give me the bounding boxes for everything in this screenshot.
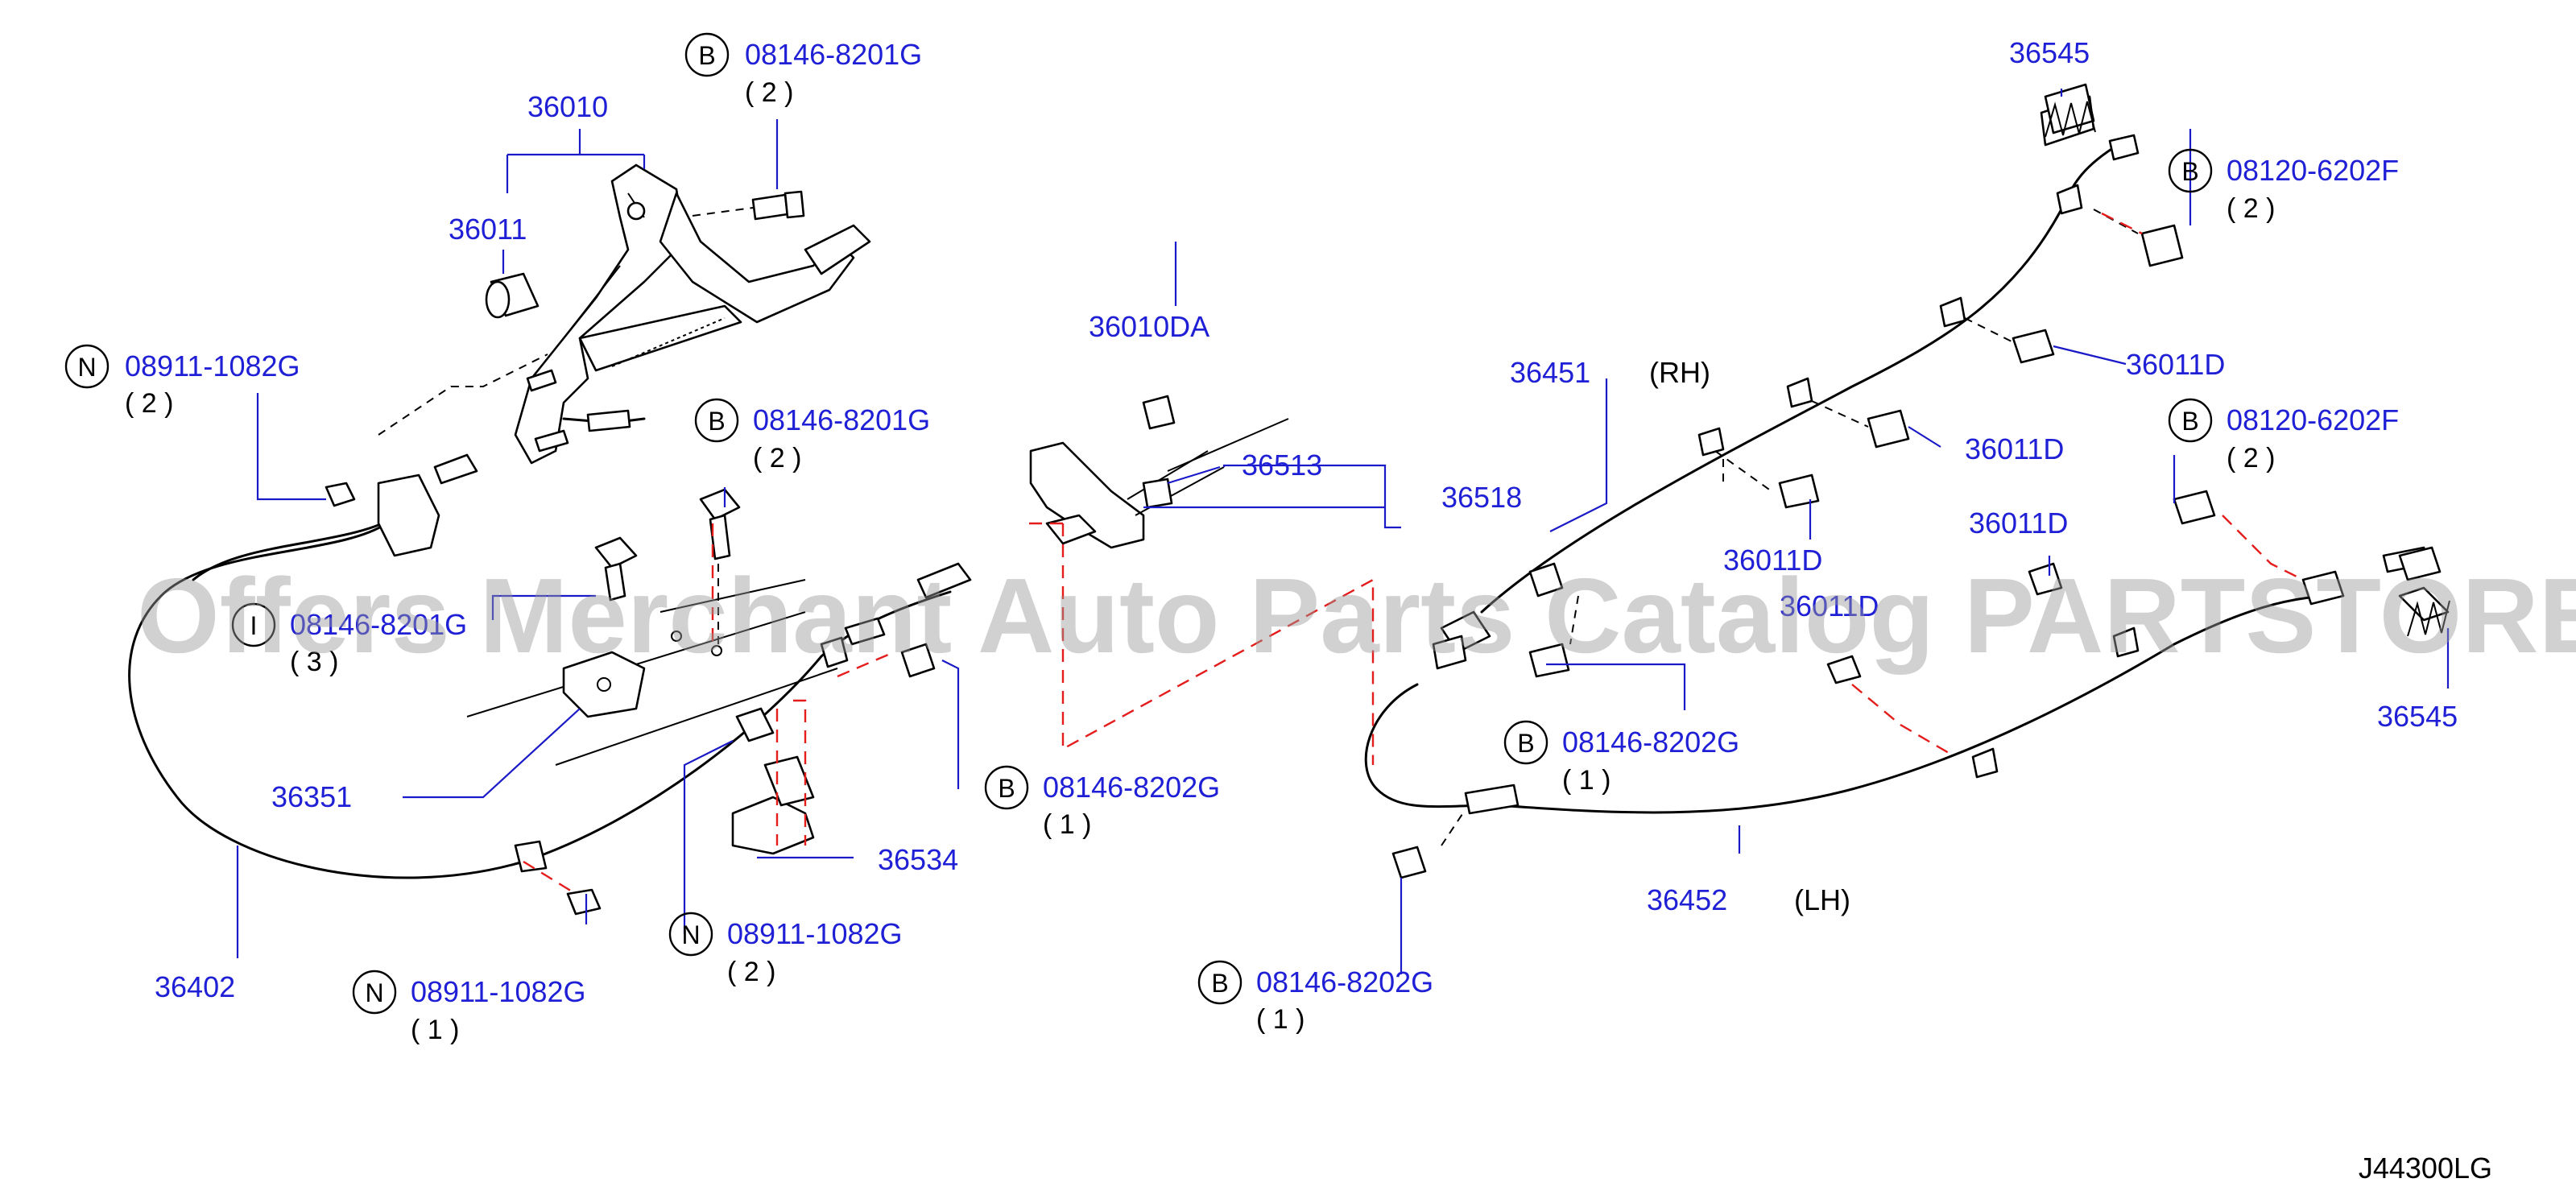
label-36010: 36010 (527, 90, 608, 123)
callout-i-8201g: I 08146-8201G ( 3 ) (231, 602, 467, 677)
svg-text:( 2 ): ( 2 ) (125, 388, 173, 419)
svg-text:08120-6202F: 08120-6202F (2227, 154, 2399, 187)
svg-text:N: N (681, 920, 700, 949)
svg-text:08146-8202G: 08146-8202G (1043, 771, 1220, 804)
callout-n-1082g-left: N 08911-1082G ( 2 ) (64, 344, 300, 419)
front-cable-36402-drawing (128, 453, 972, 879)
svg-text:( 2 ): ( 2 ) (753, 443, 801, 473)
dashed-assembly-lines (523, 212, 2304, 895)
svg-text:B: B (698, 41, 715, 70)
svg-text:( 2 ): ( 2 ) (727, 957, 775, 987)
label-36534: 36534 (878, 843, 958, 876)
svg-text:I: I (250, 611, 258, 640)
callout-b-8202g-right: B 08146-8202G ( 1 ) (1503, 720, 1739, 796)
svg-text:08146-8202G: 08146-8202G (1256, 966, 1433, 999)
svg-text:( 2 ): ( 2 ) (2227, 193, 2275, 224)
svg-text:B: B (1211, 969, 1228, 998)
label-36545-top: 36545 (2009, 36, 2090, 69)
label-rh: (RH) (1649, 356, 1710, 389)
label-36011d-b: 36011D (1965, 432, 2064, 465)
svg-text:08146-8201G: 08146-8201G (290, 608, 467, 641)
label-36351: 36351 (271, 780, 352, 813)
label-36452: 36452 (1647, 883, 1727, 916)
svg-text:( 1 ): ( 1 ) (1256, 1004, 1305, 1035)
diagram-code: J44300LG (2359, 1152, 2492, 1185)
label-36011: 36011 (449, 213, 527, 246)
svg-text:B: B (998, 774, 1015, 803)
svg-text:( 1 ): ( 1 ) (1562, 765, 1611, 796)
svg-text:08146-8201G: 08146-8201G (745, 38, 922, 71)
watermark: Offers Merchant Auto Parts Catalog PARTS… (137, 556, 2576, 675)
svg-text:B: B (2181, 407, 2198, 436)
callout-b-8202g-center: B 08146-8202G ( 1 ) (984, 765, 1220, 840)
svg-text:B: B (708, 407, 725, 436)
svg-text:( 1 ): ( 1 ) (411, 1015, 459, 1045)
svg-text:( 1 ): ( 1 ) (1043, 809, 1091, 840)
label-36011d-c: 36011D (1723, 544, 1822, 577)
label-36011d-d: 36011D (1969, 507, 2068, 540)
bracket-36534-drawing (731, 643, 936, 855)
spring-36545-drawing (2045, 101, 2450, 637)
label-36545-bottom: 36545 (2377, 700, 2458, 733)
svg-text:B: B (1517, 729, 1534, 758)
label-36402: 36402 (155, 970, 235, 1003)
leader-lines (236, 89, 2450, 974)
callout-b-8202g-bottom: B 08146-8202G ( 1 ) (1197, 960, 1433, 1035)
svg-text:08911-1082G: 08911-1082G (411, 975, 586, 1008)
label-36513: 36513 (1242, 449, 1322, 482)
bushing-36011-drawing (485, 272, 540, 319)
callout-n-1082g-bottom: N 08911-1082G ( 1 ) (352, 970, 586, 1045)
callout-b-6202f-top: B 08120-6202F ( 2 ) (2168, 148, 2399, 224)
svg-text:( 3 ): ( 3 ) (290, 647, 338, 677)
svg-text:08146-8201G: 08146-8201G (753, 403, 930, 436)
callout-b-8201g-mid: B 08146-8201G ( 2 ) (694, 398, 930, 473)
label-36011d-e: 36011D (1780, 589, 1879, 622)
svg-text:( 2 ): ( 2 ) (2227, 443, 2275, 473)
callout-n-1082g-center: N 08911-1082G ( 2 ) (668, 912, 903, 987)
fasteners-left-drawing (325, 354, 741, 916)
svg-text:08911-1082G: 08911-1082G (125, 349, 300, 382)
svg-text:B: B (2181, 157, 2198, 186)
part-labels: 36010 36011 36351 36402 36010DA 36513 36… (155, 36, 2458, 1003)
svg-text:08911-1082G: 08911-1082G (727, 917, 903, 950)
label-36011d-a: 36011D (2126, 348, 2225, 381)
label-36518: 36518 (1441, 481, 1522, 514)
svg-text:N: N (365, 978, 383, 1007)
bolt-pedal-drawing (692, 190, 805, 221)
equalizer-36518-drawing (1029, 395, 1289, 549)
callout-b-8201g-top: B 08146-8201G ( 2 ) (684, 32, 922, 108)
svg-text:08146-8202G: 08146-8202G (1562, 726, 1739, 759)
label-36451: 36451 (1510, 356, 1590, 389)
svg-text:( 2 ): ( 2 ) (745, 77, 793, 108)
pedal-assembly-drawing (514, 163, 871, 465)
svg-text:N: N (77, 353, 96, 382)
callout-b-6202f-mid: B 08120-6202F ( 2 ) (2168, 398, 2399, 473)
svg-text:08120-6202F: 08120-6202F (2227, 403, 2399, 436)
label-lh: (LH) (1794, 883, 1850, 916)
label-36010da: 36010DA (1089, 310, 1209, 343)
plate-36351-drawing (466, 579, 838, 766)
callouts: B 08146-8201G ( 2 ) N 08911-1082G ( 2 ) … (64, 32, 2399, 1045)
